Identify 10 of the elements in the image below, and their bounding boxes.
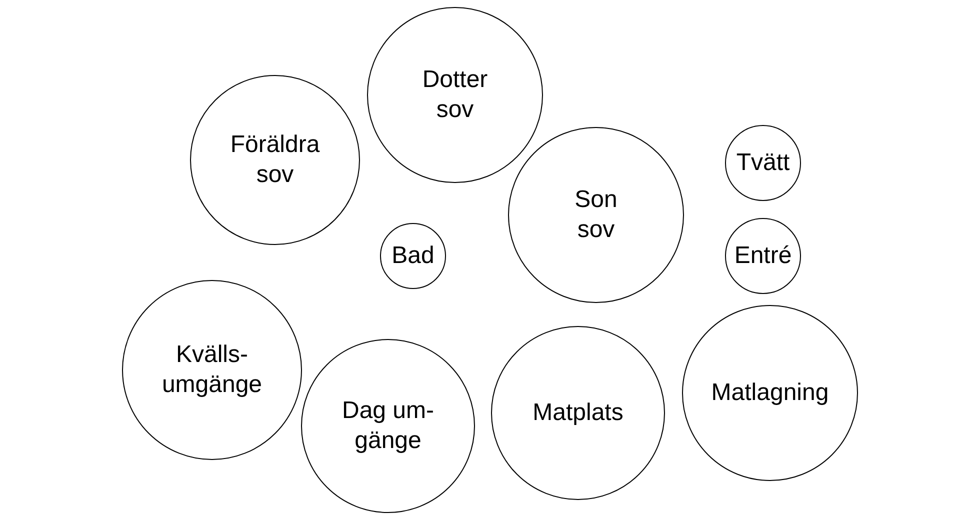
room-label: Dotter sov — [421, 65, 489, 125]
room-label: Entré — [733, 241, 793, 271]
room-label: Dag um- gänge — [340, 396, 436, 456]
room-label: Son sov — [574, 185, 618, 245]
room-label: Bad — [390, 241, 436, 271]
room-label: Matplats — [532, 398, 624, 428]
room-label: Matlagning — [710, 378, 830, 408]
room-label: Tvätt — [735, 148, 791, 178]
room-label: Föräldra sov — [229, 130, 321, 190]
room-label: Kvälls- umgänge — [160, 340, 264, 400]
